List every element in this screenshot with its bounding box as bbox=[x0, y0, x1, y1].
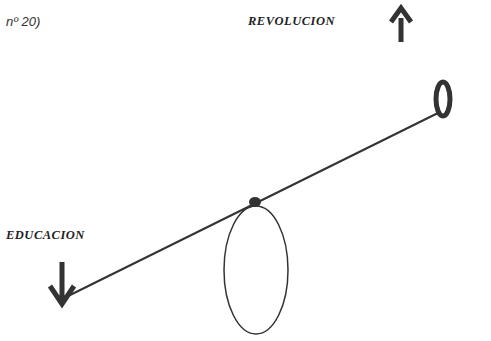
figure-number: nº 20) bbox=[6, 14, 40, 29]
weight-ring bbox=[436, 82, 450, 116]
down-arrow bbox=[50, 262, 74, 304]
bottom-label: EDUCACION bbox=[6, 228, 85, 243]
lever-bar bbox=[60, 112, 440, 300]
top-label: REVOLUCION bbox=[248, 14, 335, 29]
fulcrum-ellipse bbox=[224, 206, 288, 334]
up-arrow bbox=[391, 8, 411, 42]
pivot-dot bbox=[249, 197, 261, 207]
